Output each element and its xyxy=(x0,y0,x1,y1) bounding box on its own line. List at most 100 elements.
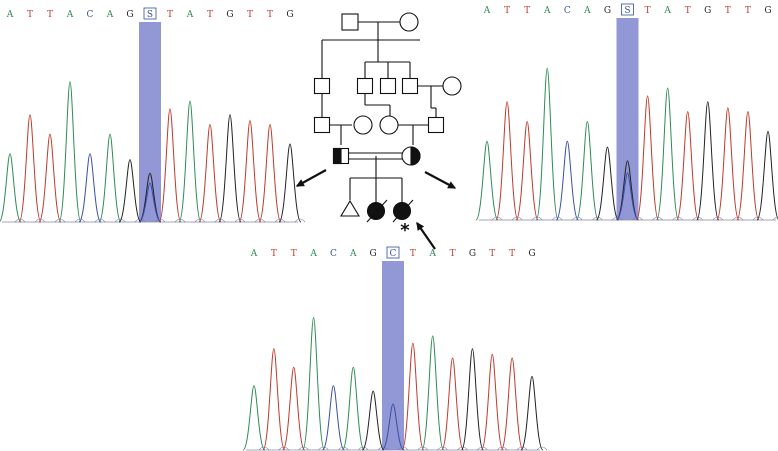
trace-peak xyxy=(198,123,222,223)
trace-peak xyxy=(421,335,445,451)
trace-noise xyxy=(397,446,409,451)
trace-peak xyxy=(555,140,579,221)
trace-peak-secondary xyxy=(138,182,162,223)
trace-noise xyxy=(516,446,528,451)
trace-noise xyxy=(592,216,603,221)
trace-peak xyxy=(736,111,760,221)
trace-peak xyxy=(138,172,162,223)
base-call: G xyxy=(370,249,377,259)
trace-peak xyxy=(0,153,22,223)
trace-noise xyxy=(134,218,146,223)
trace-peak xyxy=(158,108,182,223)
base-call: G xyxy=(764,6,771,16)
grandmother-symbol xyxy=(399,12,419,32)
base-call: T xyxy=(450,249,456,259)
trace-peak xyxy=(520,375,544,451)
trace-noise xyxy=(214,218,226,223)
variant-highlight xyxy=(382,261,404,450)
trace-noise xyxy=(732,216,744,221)
trace-noise xyxy=(194,218,206,223)
trace-peak xyxy=(716,107,740,221)
variant-box xyxy=(143,7,157,20)
miscarriage-symbol xyxy=(340,199,360,217)
trace-noise xyxy=(417,446,429,451)
base-call: C xyxy=(564,6,571,16)
trace-peak xyxy=(178,100,202,223)
base-call: T xyxy=(291,249,297,259)
trace-peak xyxy=(381,403,405,451)
base-call: T xyxy=(410,249,416,259)
trace-peak xyxy=(262,348,286,451)
pedigree: * xyxy=(295,12,462,250)
trace-noise xyxy=(318,446,329,451)
trace-peak xyxy=(535,67,559,221)
trace-noise xyxy=(752,216,764,221)
base-call: G xyxy=(704,6,711,16)
trace-noise xyxy=(114,218,126,223)
base-call: S xyxy=(147,10,153,20)
trace-peak xyxy=(401,342,425,451)
arrow-to-proband-head xyxy=(416,221,425,231)
arrow-to-right-trace-head xyxy=(447,181,457,189)
trace-peak xyxy=(218,114,242,223)
trace-noise xyxy=(477,446,488,451)
trace-peak xyxy=(242,385,266,451)
trace-noise xyxy=(511,216,523,221)
trace-peak xyxy=(656,87,680,221)
base-call: T xyxy=(27,10,33,20)
trace-peak xyxy=(38,133,62,223)
trace-noise xyxy=(377,446,389,451)
variant-highlight xyxy=(616,18,639,220)
trace-noise xyxy=(278,446,290,451)
base-call: T xyxy=(207,10,213,20)
trace-noise xyxy=(298,446,309,451)
trace-peak xyxy=(676,111,700,221)
base-call: S xyxy=(624,6,630,16)
trace-peak xyxy=(480,353,504,451)
base-call: A xyxy=(543,6,551,16)
trace-peak xyxy=(500,357,524,451)
trace-peak xyxy=(278,143,302,223)
base-call: A xyxy=(483,6,491,16)
trace-peak xyxy=(636,95,660,221)
carrier-shading xyxy=(332,147,342,165)
base-call: T xyxy=(167,10,173,20)
base-call: T xyxy=(645,6,651,16)
trace-peak xyxy=(282,366,306,451)
trace-noise xyxy=(536,446,548,451)
trace-peak xyxy=(258,123,282,223)
base-call: A xyxy=(106,10,114,20)
trace-peak xyxy=(118,159,142,223)
base-call: G xyxy=(604,6,611,16)
base-call: A xyxy=(349,249,357,259)
trace-noise xyxy=(496,446,508,451)
base-call: A xyxy=(66,10,74,20)
trace-peak xyxy=(495,101,519,221)
base-call: T xyxy=(271,249,277,259)
trace-noise xyxy=(74,218,86,223)
male-symbol xyxy=(313,77,331,95)
trace-peak xyxy=(58,81,82,223)
female-symbol xyxy=(353,115,373,135)
trace-noise xyxy=(174,218,186,223)
trace-peak xyxy=(615,160,640,221)
base-call: A xyxy=(250,249,258,259)
trace-peak xyxy=(238,120,262,223)
trace-peak xyxy=(78,153,102,223)
trace-noise xyxy=(652,216,663,221)
trace-noise xyxy=(692,216,703,221)
base-call: T xyxy=(247,10,253,20)
trace-peak xyxy=(322,385,345,451)
male-symbol xyxy=(401,77,419,95)
base-call: T xyxy=(685,6,691,16)
base-call: G xyxy=(469,249,476,259)
grandfather-symbol xyxy=(341,13,359,31)
variant-highlight xyxy=(139,22,161,222)
male-symbol xyxy=(356,77,374,95)
trace-peak-secondary xyxy=(615,172,640,221)
trace-noise xyxy=(338,446,349,451)
base-call: T xyxy=(524,6,530,16)
base-call: T xyxy=(267,10,273,20)
trace-noise xyxy=(54,218,66,223)
trace-peak xyxy=(341,366,365,451)
